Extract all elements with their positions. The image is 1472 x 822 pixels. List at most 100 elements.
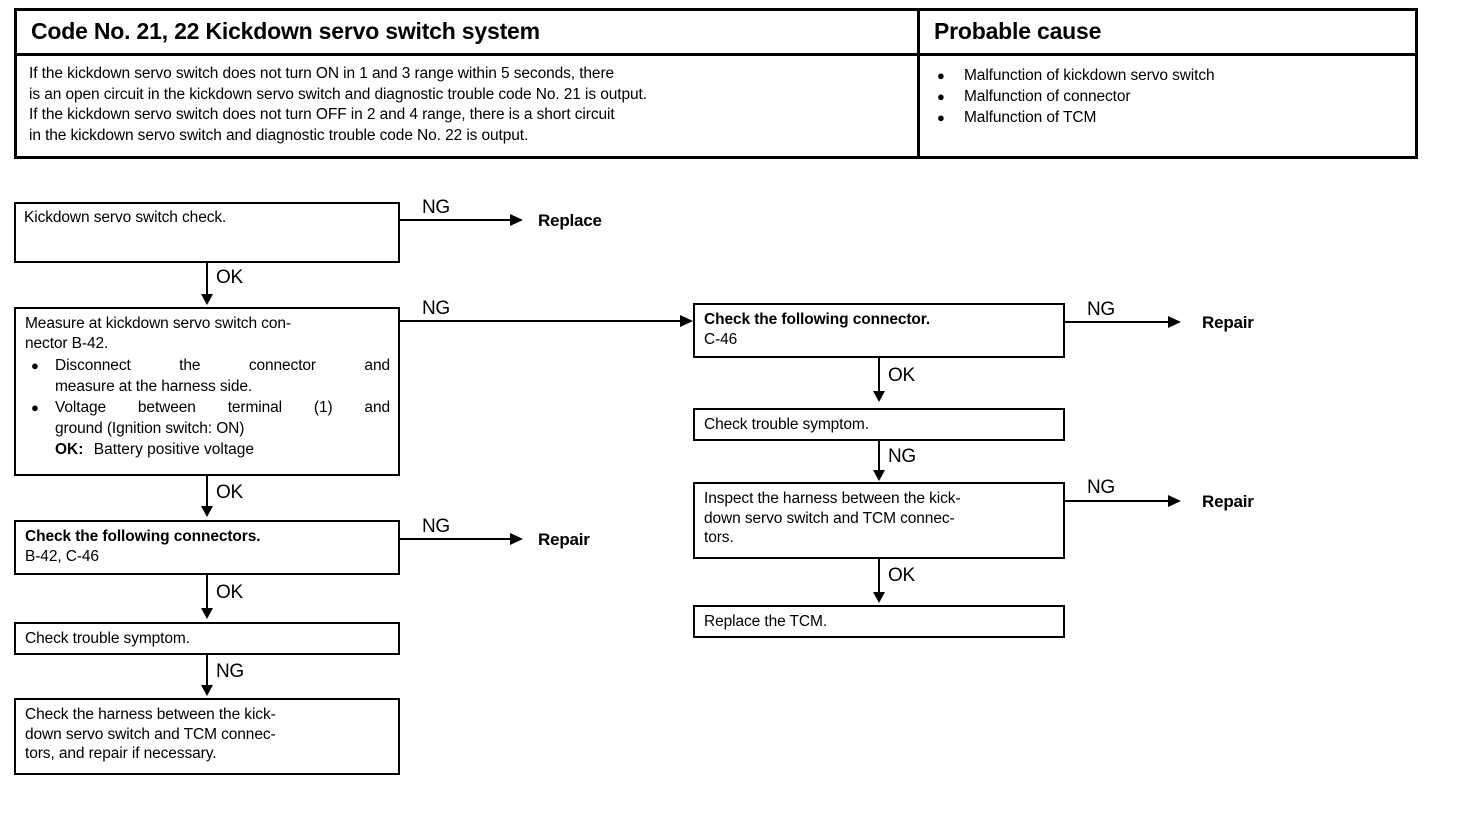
cause-text: Malfunction of connector (964, 88, 1131, 105)
bullet-icon: ● (31, 358, 39, 373)
cause-text: Malfunction of kickdown servo switch (964, 67, 1215, 84)
box-text-line-1: Measure at kickdown servo switch con- (25, 315, 291, 332)
description-line-3: If the kickdown servo switch does not tu… (29, 106, 615, 123)
list-item: ● Malfunction of kickdown servo switch (932, 65, 1405, 86)
description-line-2: is an open circuit in the kickdown servo… (29, 85, 647, 103)
right-edge-ok-1-arrowhead (873, 391, 885, 402)
box-text: Replace the TCM. (704, 613, 828, 630)
measure-step-list: ● Disconnect the connector and measure a… (25, 355, 390, 439)
bullet-icon: ● (937, 89, 945, 104)
right-edge-ng-3-arrowhead (1168, 495, 1181, 507)
left-edge-ng-3-line (206, 655, 208, 687)
box-text-line-1: Inspect the harness between the kick- (704, 490, 961, 507)
left-edge-ok-3-label: OK (216, 582, 243, 603)
header-body-row: If the kickdown servo switch does not tu… (17, 56, 1415, 156)
right-terminal-repair-1: Repair (1202, 313, 1254, 332)
description-line-1: If the kickdown servo switch does not tu… (29, 65, 615, 82)
right-edge-ng-1-line (1065, 321, 1170, 323)
left-edge-ok-1-line (206, 263, 208, 296)
left-edge-ng-1-line (400, 219, 512, 221)
box-text-line-2: nector B-42. (25, 334, 109, 352)
header-code-title-cell: Code No. 21, 22 Kickdown servo switch sy… (17, 11, 920, 56)
page-title: Code No. 21, 22 Kickdown servo switch sy… (31, 18, 540, 44)
box-subtext: B-42, C-46 (25, 547, 99, 565)
left-edge-ng-1-arrowhead (510, 214, 523, 226)
measure-ok-criteria: OK: Battery positive voltage (55, 439, 390, 460)
box-subtext: C-46 (704, 330, 738, 348)
box-text-line-1: Check the harness between the kick- (25, 706, 276, 723)
left-terminal-replace: Replace (538, 211, 602, 230)
probable-cause-cell: ● Malfunction of kickdown servo switch ●… (920, 56, 1415, 156)
box-title: Check the following connector. (704, 311, 931, 328)
list-item: ● Disconnect the connector and measure a… (25, 355, 390, 397)
box-text-line-2: down servo switch and TCM connec- (704, 509, 955, 527)
box-text: Check trouble symptom. (704, 416, 869, 433)
step-line-2: measure at the harness side. (55, 378, 253, 395)
right-edge-ng-2-label: NG (888, 446, 916, 467)
left-edge-ok-2-label: OK (216, 482, 243, 503)
bullet-icon: ● (31, 400, 39, 415)
ok-label: OK: (55, 441, 84, 458)
right-edge-ok-1-label: OK (888, 365, 915, 386)
list-item: ● Malfunction of connector (932, 86, 1405, 107)
description-cell: If the kickdown servo switch does not tu… (17, 56, 920, 156)
right-box-replace-tcm: Replace the TCM. (693, 605, 1065, 638)
left-box-check-connectors: Check the following connectors. B-42, C-… (14, 520, 400, 575)
left-terminal-repair: Repair (538, 530, 590, 549)
box-text-line-3: tors, and repair if necessary. (25, 745, 217, 762)
left-box-measure-connector: Measure at kickdown servo switch con- ne… (14, 307, 400, 476)
box-text: Kickdown servo switch check. (24, 209, 227, 226)
left-edge-ok-2-line (206, 476, 208, 507)
left-edge-ng-2-line (400, 538, 512, 540)
right-box-check-connector: Check the following connector. C-46 (693, 303, 1065, 358)
box-text-line-3: tors. (704, 529, 734, 546)
right-edge-ok-1-line (878, 358, 880, 392)
cause-text: Malfunction of TCM (964, 109, 1097, 126)
left-edge-ng-2-arrowhead (510, 533, 523, 545)
probable-cause-title: Probable cause (934, 18, 1102, 44)
bullet-icon: ● (937, 110, 945, 125)
right-edge-ng-2-arrowhead (873, 470, 885, 481)
cross-edge-ng-label: NG (422, 298, 450, 319)
header-probable-cause-cell: Probable cause (920, 11, 1415, 56)
cross-edge-ng-arrowhead (680, 315, 693, 327)
list-item: ● Malfunction of TCM (932, 107, 1405, 128)
ok-value: Battery positive voltage (93, 441, 254, 458)
right-edge-ng-1-label: NG (1087, 299, 1115, 320)
right-box-check-trouble-symptom: Check trouble symptom. (693, 408, 1065, 441)
right-edge-ok-2-label: OK (888, 565, 915, 586)
left-edge-ok-1-arrowhead (201, 294, 213, 305)
header-title-row: Code No. 21, 22 Kickdown servo switch sy… (17, 11, 1415, 56)
right-terminal-repair-2: Repair (1202, 492, 1254, 511)
right-box-inspect-harness: Inspect the harness between the kick- do… (693, 482, 1065, 559)
step-line-2: ground (Ignition switch: ON) (55, 420, 245, 437)
box-title: Check the following connectors. (25, 528, 261, 545)
step-line-1: Voltage between terminal (1) and (55, 399, 390, 416)
left-edge-ok-3-line (206, 575, 208, 610)
right-edge-ok-2-line (878, 559, 880, 594)
description-line-4: in the kickdown servo switch and diagnos… (29, 126, 529, 144)
left-box-check-harness: Check the harness between the kick- down… (14, 698, 400, 775)
cross-edge-ng-line (400, 320, 682, 322)
left-box-kickdown-servo-switch-check: Kickdown servo switch check. (14, 202, 400, 263)
probable-cause-list: ● Malfunction of kickdown servo switch ●… (932, 65, 1405, 128)
diagnostic-header-table: Code No. 21, 22 Kickdown servo switch sy… (14, 8, 1418, 159)
right-edge-ok-2-arrowhead (873, 592, 885, 603)
bullet-icon: ● (937, 68, 945, 83)
left-edge-ng-3-arrowhead (201, 685, 213, 696)
left-edge-ok-2-arrowhead (201, 506, 213, 517)
box-text-line-2: down servo switch and TCM connec- (25, 725, 276, 743)
left-edge-ok-3-arrowhead (201, 608, 213, 619)
left-edge-ng-1-label: NG (422, 197, 450, 218)
list-item: ● Voltage between terminal (1) and groun… (25, 397, 390, 439)
box-text: Check trouble symptom. (25, 630, 190, 647)
left-box-check-trouble-symptom: Check trouble symptom. (14, 622, 400, 655)
step-line-1: Disconnect the connector and (55, 357, 390, 374)
left-edge-ng-3-label: NG (216, 661, 244, 682)
right-edge-ng-1-arrowhead (1168, 316, 1181, 328)
right-edge-ng-3-label: NG (1087, 477, 1115, 498)
right-edge-ng-2-line (878, 441, 880, 472)
right-edge-ng-3-line (1065, 500, 1170, 502)
left-edge-ok-1-label: OK (216, 267, 243, 288)
left-edge-ng-2-label: NG (422, 516, 450, 537)
